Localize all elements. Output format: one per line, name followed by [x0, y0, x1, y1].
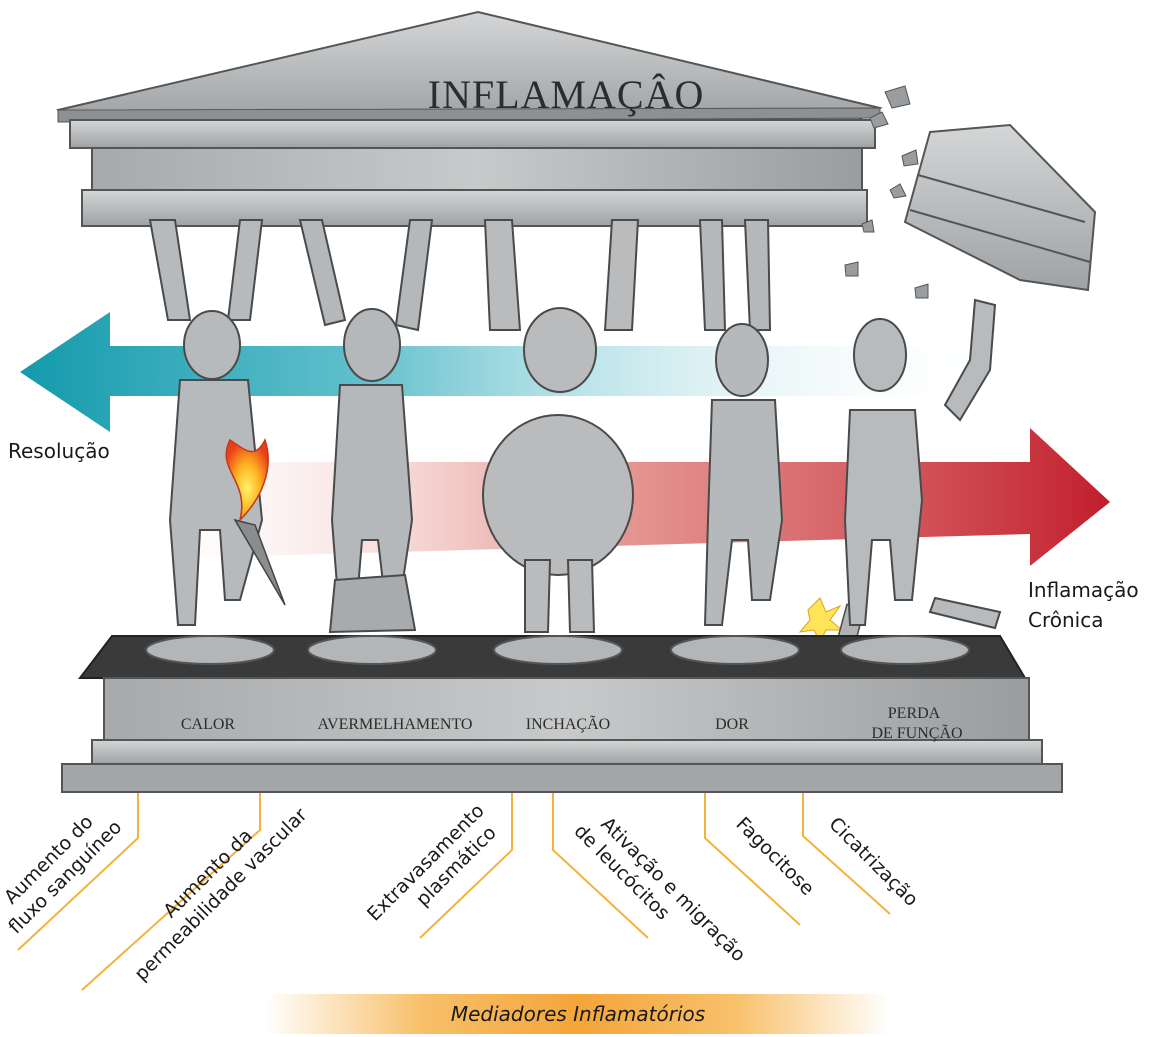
falling-debris: [844, 85, 929, 299]
pedestal-labels: CALOR AVERMELHAMENTO INCHAÇÃO DOR PERDA …: [181, 705, 963, 742]
ativacao-line1: Ativação e migração: [596, 813, 749, 966]
label-avermelhamento: AVERMELHAMENTO: [318, 716, 473, 733]
label-calor: CALOR: [181, 716, 236, 733]
temple-title: INFLAMAÇÂO: [428, 72, 705, 117]
statue-dor: [698, 219, 784, 626]
fagocitose: Fagocitose: [731, 813, 818, 900]
label-perda-line1: PERDA: [888, 705, 941, 722]
resolution-arrow: [20, 312, 1000, 432]
label-inchacao: INCHAÇÃO: [526, 715, 610, 733]
label-perda-line2: DE FUNÇÃO: [871, 724, 962, 742]
statue-perda-de-funcao: [843, 298, 1002, 630]
temple-pedestal: [61, 635, 1063, 793]
fire-torch-icon: [225, 438, 286, 606]
chronic-label-line1: Inflamação: [1028, 578, 1139, 602]
temple-roof: [56, 10, 1097, 292]
mediators-band: [265, 994, 890, 1034]
cicatrizacao: Cicatrização: [824, 813, 922, 911]
permeabilidade-line2: permeabilidade vascular: [130, 804, 311, 985]
label-dor: DOR: [715, 716, 749, 733]
process-leader-lines: [17, 793, 891, 991]
statue-calor: [148, 219, 264, 626]
statue-avermelhamento: [298, 219, 434, 634]
mediators-label: Mediadores Inflamatórios: [451, 1002, 705, 1026]
statue-inchacao: [482, 219, 640, 633]
chronic-label-line2: Crônica: [1028, 608, 1103, 632]
resolution-label: Resolução: [8, 439, 110, 463]
